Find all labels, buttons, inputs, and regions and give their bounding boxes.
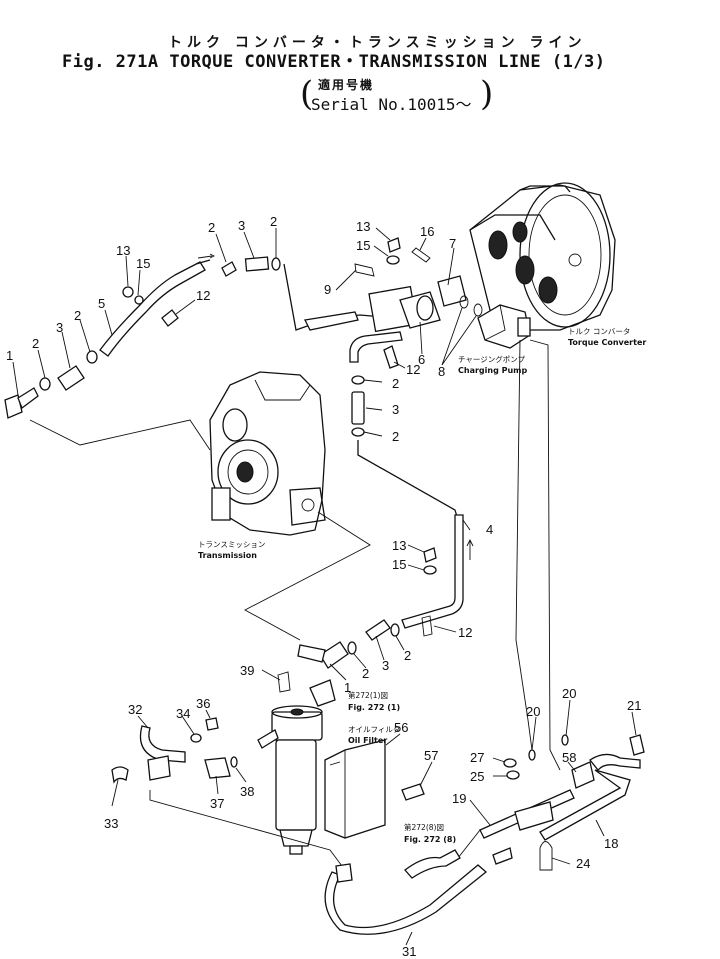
left-fittings: [111, 717, 238, 784]
right-lower-assembly: [479, 734, 645, 871]
part-number-31: 31: [402, 944, 416, 959]
title-english: Fig. 271A TORQUE CONVERTER・TRANSMISSION …: [62, 52, 606, 72]
part-number-32: 32: [128, 702, 142, 717]
oil-filter-label: Oil Filter: [348, 736, 387, 745]
part-number-21: 21: [627, 698, 641, 713]
part-number-37: 37: [210, 796, 224, 811]
oil-filter-drawing: [257, 671, 336, 855]
bracket-56: [324, 739, 425, 839]
part-number-58: 58: [562, 750, 576, 765]
charging-pump-label: Charging Pump: [458, 366, 527, 375]
part-number-13: 13: [392, 538, 406, 553]
transmission-label: Transmission: [198, 551, 257, 560]
charging-pump-label-jp: チャージングポンプ: [458, 354, 526, 364]
mid-vertical-stack: [351, 375, 459, 521]
serial-paren-left: (: [300, 74, 314, 114]
part-number-24: 24: [576, 856, 590, 871]
part-number-38: 38: [240, 784, 254, 799]
part-number-25: 25: [470, 769, 484, 784]
part-number-15: 15: [392, 557, 406, 572]
part-number-34: 34: [176, 706, 190, 721]
part-number-13: 13: [356, 219, 370, 234]
torque-converter-label: Torque Converter: [568, 338, 646, 347]
part-number-6: 6: [418, 352, 425, 367]
part-number-20: 20: [526, 704, 540, 719]
part-number-15: 15: [136, 256, 150, 271]
part-number-16: 16: [420, 224, 434, 239]
part-number-3: 3: [56, 320, 63, 335]
ref-272-8-label-jp: 第272(8)図: [404, 822, 444, 832]
serial-number: Serial No.10015～: [311, 95, 472, 114]
part-number-7: 7: [449, 236, 456, 251]
title-japanese: トルク コンバータ・トランスミッション ライン: [168, 35, 587, 51]
part-number-2: 2: [208, 220, 215, 235]
charging-pump-drawing: [477, 304, 531, 349]
serial-label-japanese: 適用号機: [318, 78, 375, 92]
part-number-2: 2: [32, 336, 39, 351]
transmission-drawing: [209, 371, 326, 536]
part-number-15: 15: [356, 238, 370, 253]
pipe-4: [297, 514, 474, 669]
callout-leaders: [12, 227, 637, 946]
ref-272-8-label: Fig. 272 (8): [404, 835, 456, 844]
part-number-33: 33: [104, 816, 118, 831]
part-number-2: 2: [270, 214, 277, 229]
part-number-19: 19: [452, 791, 466, 806]
part-number-2: 2: [74, 308, 81, 323]
part-number-13: 13: [116, 243, 130, 258]
part-number-39: 39: [240, 663, 254, 678]
part-number-36: 36: [196, 696, 210, 711]
oil-filter-label-jp: オイルフィルタ: [348, 725, 400, 734]
part-number-12: 12: [406, 362, 420, 377]
hose-31: [324, 849, 488, 935]
part-number-57: 57: [424, 748, 438, 763]
part-number-9: 9: [324, 282, 331, 297]
part-number-4: 4: [486, 522, 493, 537]
part-number-20: 20: [562, 686, 576, 701]
part-number-1: 1: [344, 680, 351, 695]
part-number-8: 8: [438, 364, 445, 379]
part-number-27: 27: [470, 750, 484, 765]
part-number-2: 2: [404, 648, 411, 663]
part-number-1: 1: [6, 348, 13, 363]
part-number-2: 2: [362, 666, 369, 681]
torque-converter-drawing: [469, 182, 616, 331]
part-number-2: 2: [392, 429, 399, 444]
torque-converter-label-jp: トルク コンバータ: [568, 327, 630, 336]
ref-272-1-label-jp: 第272(1)図: [348, 690, 388, 700]
part-number-2: 2: [392, 376, 399, 391]
part-number-12: 12: [458, 625, 472, 640]
part-number-3: 3: [392, 402, 399, 417]
serial-paren-right: ): [480, 74, 494, 114]
part-number-56: 56: [394, 720, 408, 735]
ref-272-1-label: Fig. 272 (1): [348, 703, 400, 712]
part-number-3: 3: [238, 218, 245, 233]
part-number-callouts: 1 2 3 2 5 13 15 12 2 3 2 13 15 9 16 7 6 …: [6, 214, 641, 959]
part-number-3: 3: [382, 658, 389, 673]
upper-left-pipe-run: [4, 253, 281, 419]
transmission-label-jp: トランスミッション: [198, 540, 265, 549]
part-number-18: 18: [604, 836, 618, 851]
part-number-5: 5: [98, 296, 105, 311]
part-number-12: 12: [196, 288, 210, 303]
